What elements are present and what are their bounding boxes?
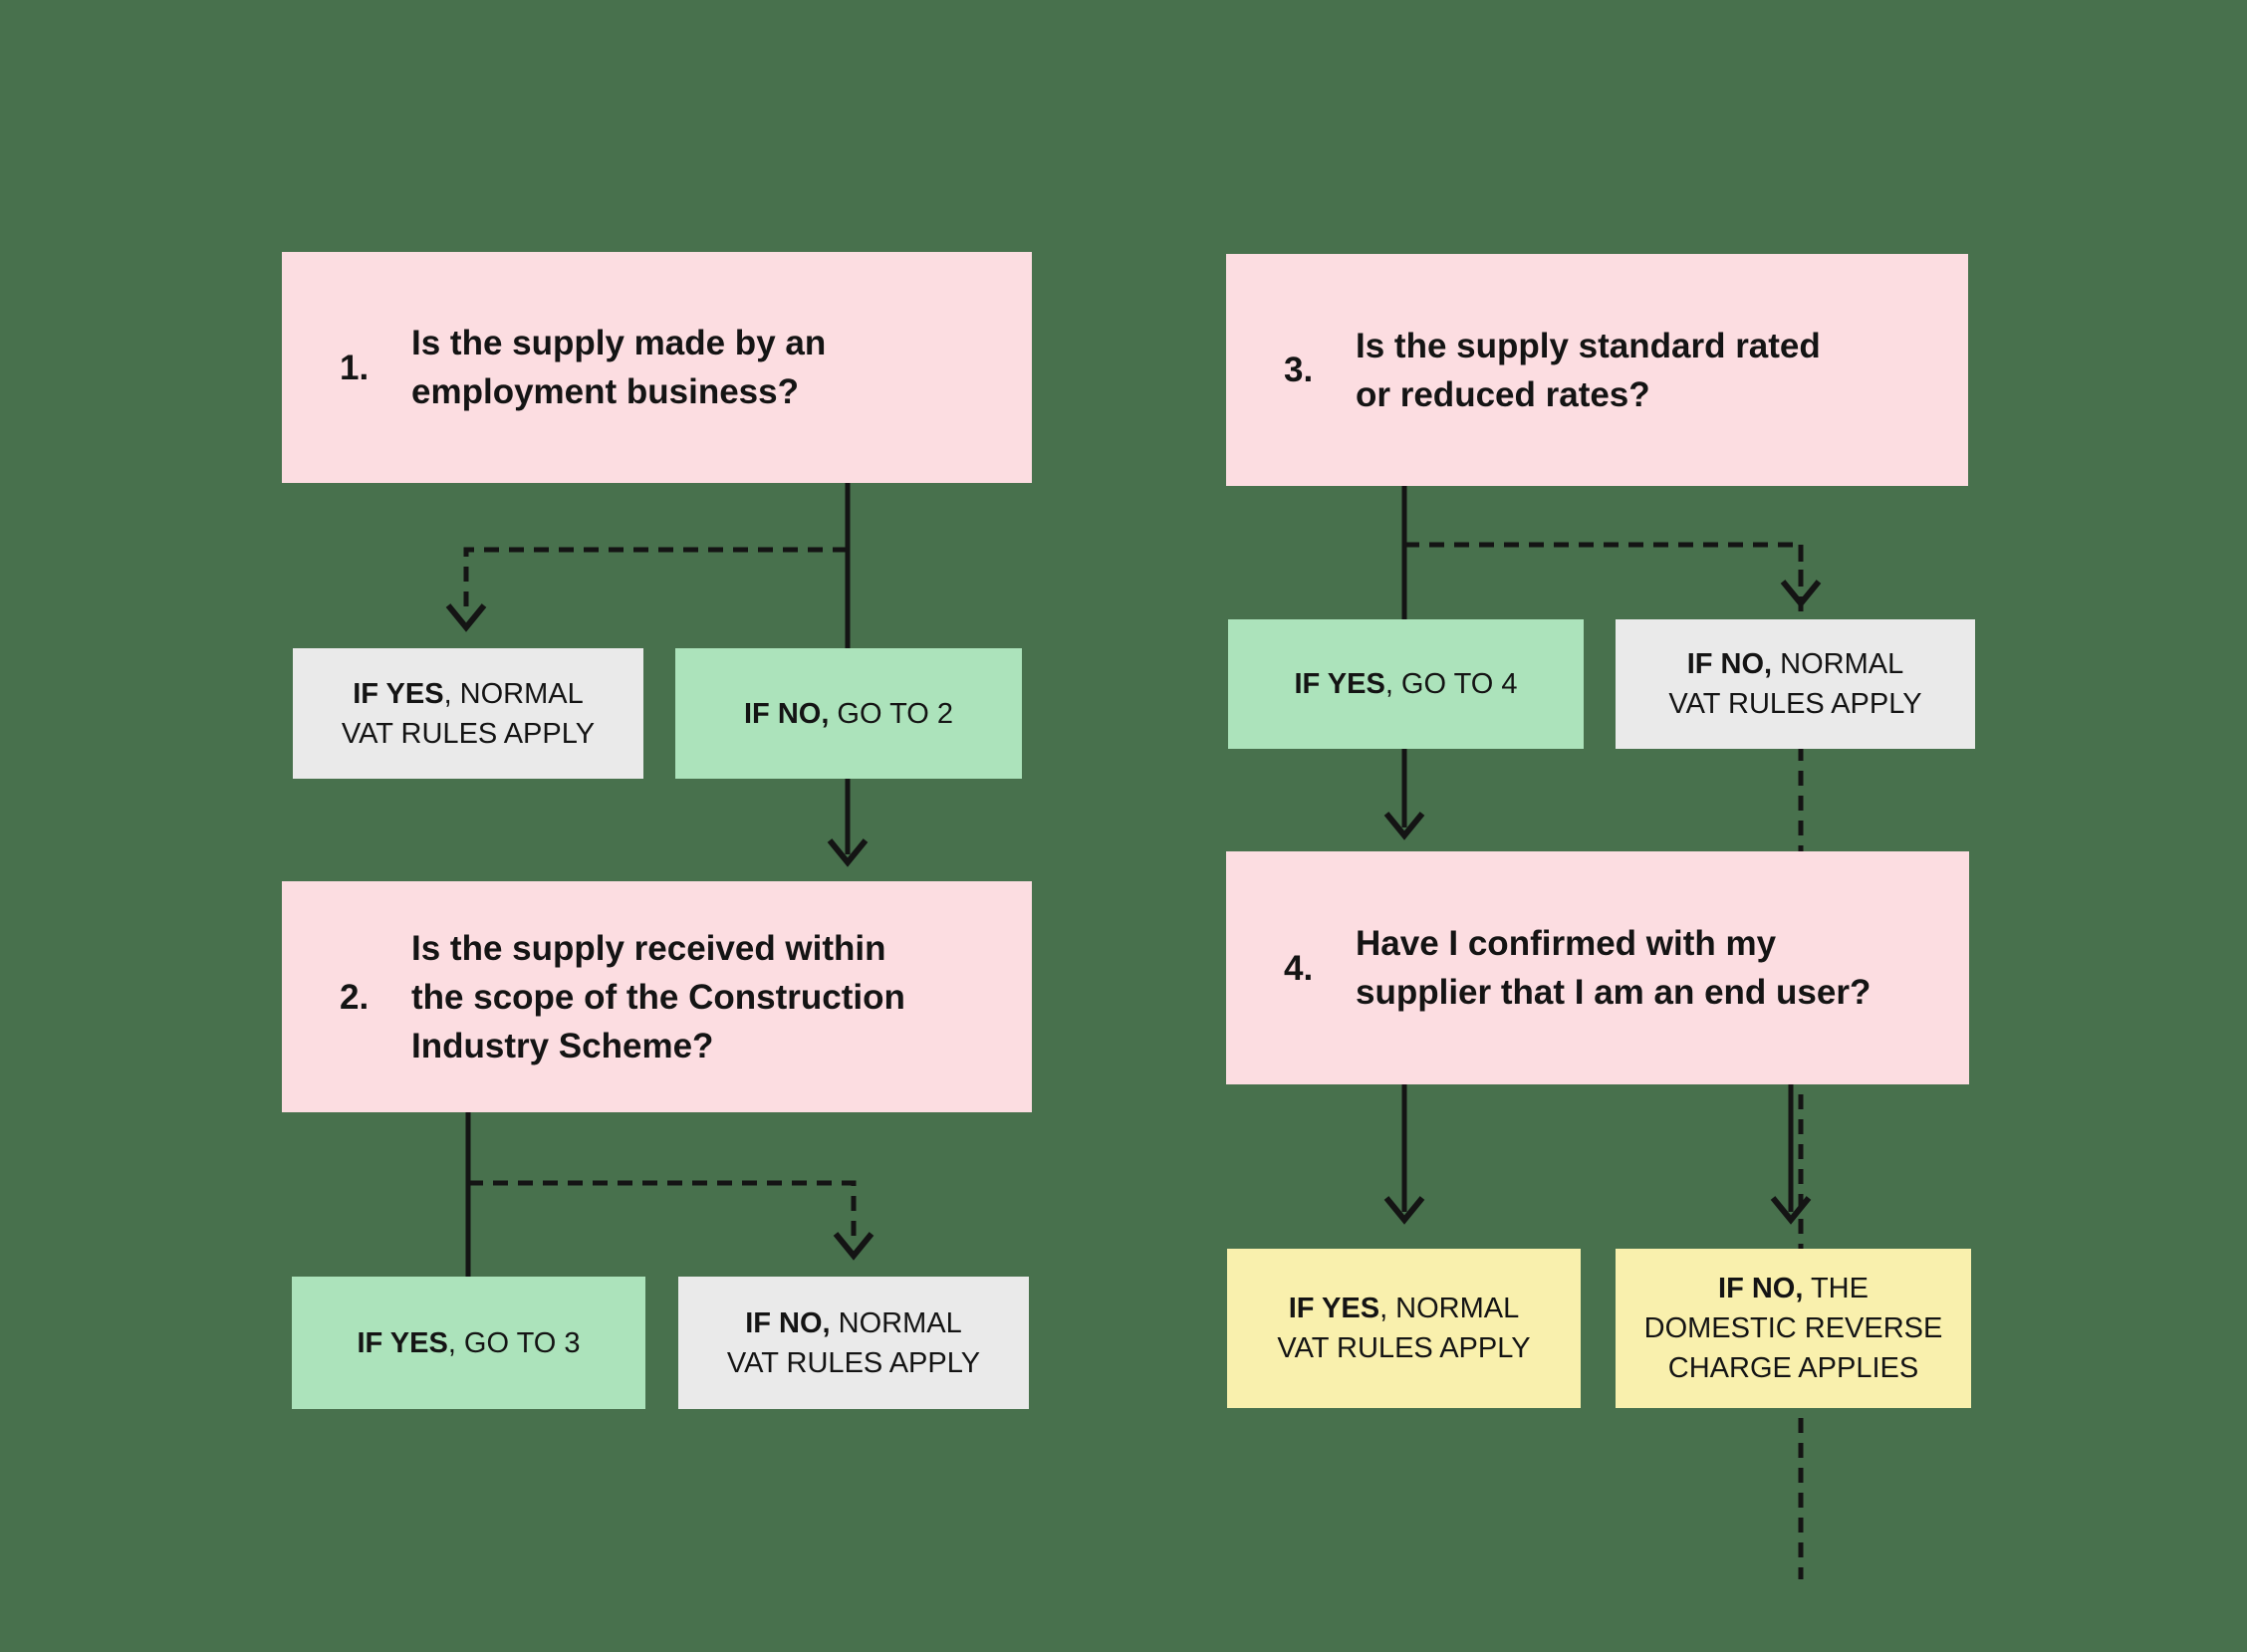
answer-q2-no-text: IF NO, NORMAL VAT RULES APPLY (727, 1303, 980, 1383)
answer-q1-no-text: IF NO, GO TO 2 (744, 694, 953, 734)
arrowhead-yes3-to-q4 (1383, 812, 1425, 840)
answer-q2-yes-rest: , GO TO 3 (447, 1326, 581, 1359)
outcome-q4-no-box: IF NO, THE DOMESTIC REVERSE CHARGE APPLI… (1616, 1249, 1971, 1408)
question-1-text: Is the supply made by an employment busi… (411, 324, 827, 411)
outcome-q4-no-strong: IF NO, (1718, 1273, 1804, 1304)
answer-q3-yes-text: IF YES, GO TO 4 (1294, 664, 1517, 704)
dashed-q2-to-no (468, 1180, 857, 1236)
arrowhead-q1-to-yes (445, 603, 487, 632)
answer-q1-no-rest: GO TO 2 (829, 697, 954, 730)
question-3-number: 3. (1284, 351, 1314, 389)
question-1-box: 1. Is the supply made by an employment b… (282, 252, 1032, 483)
question-2-text: Is the supply received within the scope … (411, 928, 905, 1065)
dashed-q1-to-yes (463, 547, 848, 607)
question-3-box: 3. Is the supply standard rated or reduc… (1226, 254, 1968, 486)
answer-q3-no-rest: NORMAL VAT RULES APPLY (1668, 648, 1922, 720)
answer-q1-no-strong: IF NO, (743, 697, 830, 730)
outcome-q4-yes-strong: IF YES (1288, 1293, 1380, 1324)
outcome-q4-no-rest: THE DOMESTIC REVERSE CHARGE APPLIES (1643, 1273, 1943, 1384)
arrowhead-no1-to-q2 (827, 838, 869, 867)
answer-q2-no-box: IF NO, NORMAL VAT RULES APPLY (678, 1277, 1029, 1409)
answer-q3-yes-strong: IF YES (1294, 668, 1385, 700)
question-1-number: 1. (340, 348, 370, 387)
question-4-number: 4. (1284, 948, 1314, 988)
answer-q3-yes-rest: , GO TO 4 (1384, 668, 1518, 700)
answer-q3-no-strong: IF NO, (1686, 648, 1773, 680)
answer-q2-no-strong: IF NO, (745, 1306, 831, 1339)
answer-q2-yes-box: IF YES, GO TO 3 (292, 1277, 645, 1409)
dashed-q3-to-no (1404, 542, 1804, 1579)
answer-q2-yes-text: IF YES, GO TO 3 (357, 1323, 580, 1363)
outcome-q4-yes-box: IF YES, NORMAL VAT RULES APPLY (1227, 1249, 1581, 1408)
answer-q2-no-rest: NORMAL VAT RULES APPLY (726, 1306, 981, 1379)
answer-q1-yes-strong: IF YES (353, 677, 444, 710)
outcome-q4-yes-text: IF YES, NORMAL VAT RULES APPLY (1277, 1289, 1530, 1368)
question-3-text: Is the supply standard rated or reduced … (1356, 326, 1821, 414)
question-4-text: Have I confirmed with my supplier that I… (1356, 924, 1872, 1012)
arrowhead-q4-to-yes (1383, 1196, 1425, 1225)
question-2-number: 2. (340, 977, 370, 1017)
outcome-q4-no-text: IF NO, THE DOMESTIC REVERSE CHARGE APPLI… (1644, 1269, 1943, 1388)
answer-q3-no-box: IF NO, NORMAL VAT RULES APPLY (1616, 619, 1975, 749)
question-2-box: 2. Is the supply received within the sco… (282, 881, 1032, 1112)
answer-q1-yes-rest: , NORMAL VAT RULES APPLY (341, 677, 596, 750)
arrowhead-q2-to-no (833, 1232, 874, 1261)
answer-q2-yes-strong: IF YES (357, 1326, 448, 1359)
answer-q1-yes-box: IF YES, NORMAL VAT RULES APPLY (293, 648, 643, 779)
question-4-box: 4. Have I confirmed with my supplier tha… (1226, 851, 1969, 1084)
answer-q1-no-box: IF NO, GO TO 2 (675, 648, 1022, 779)
outcome-q4-yes-rest: , NORMAL VAT RULES APPLY (1277, 1293, 1531, 1364)
answer-q3-no-text: IF NO, NORMAL VAT RULES APPLY (1668, 644, 1921, 724)
answer-q1-yes-text: IF YES, NORMAL VAT RULES APPLY (342, 674, 595, 754)
answer-q3-yes-box: IF YES, GO TO 4 (1228, 619, 1584, 749)
arrowhead-q3-to-no (1780, 580, 1822, 608)
